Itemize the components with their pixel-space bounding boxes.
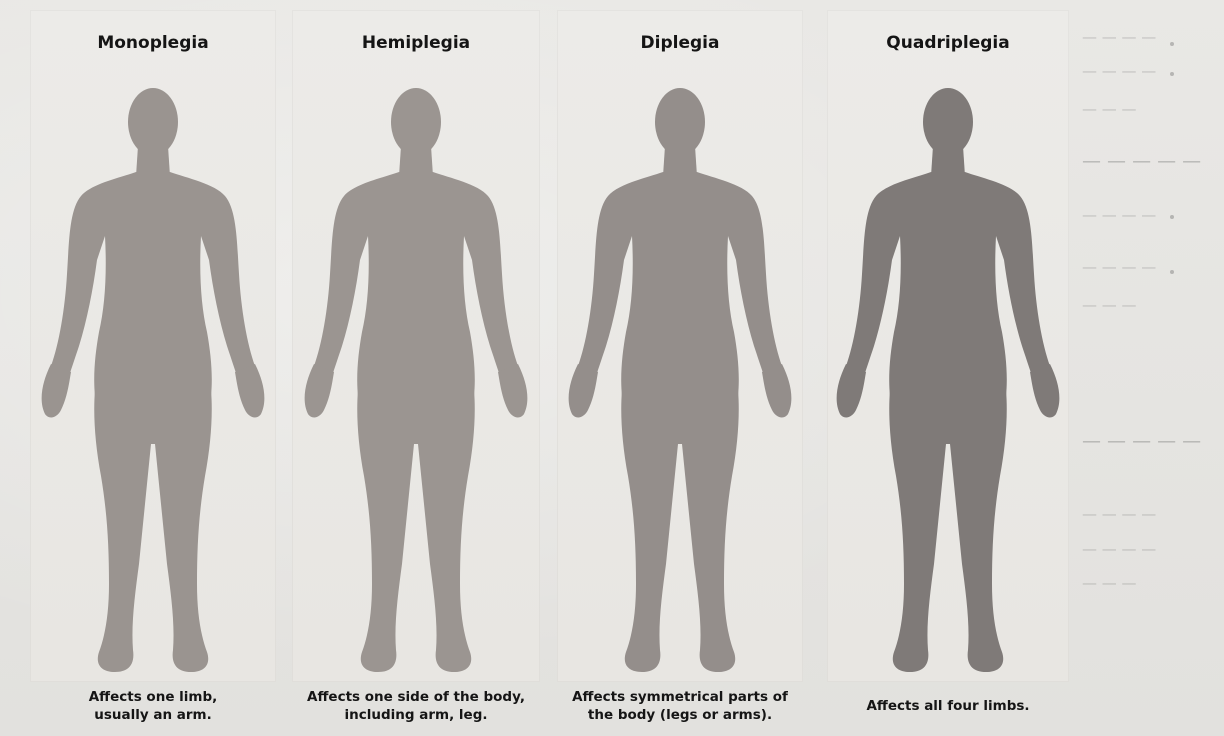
panel-title: Hemiplegia: [292, 33, 540, 53]
quadriplegia-caption: Affects all four limbs.: [827, 697, 1069, 715]
diplegia-caption: Affects symmetrical parts of the body (l…: [540, 688, 820, 724]
panel-title: Monoplegia: [30, 33, 276, 53]
monoplegia-caption: Affects one limb, usually an arm.: [30, 688, 276, 724]
human-silhouette-figure: [834, 84, 1062, 678]
caption-line: the body (legs or arms).: [540, 706, 820, 724]
caption-line: including arm, leg.: [282, 706, 550, 724]
hemiplegia-caption: Affects one side of the body, including …: [282, 688, 550, 724]
body-silhouette: [569, 88, 792, 672]
human-silhouette-figure: [566, 84, 794, 678]
quadriplegia-panel: Quadriplegia: [827, 10, 1069, 682]
human-silhouette-figure: [39, 84, 267, 678]
hemiplegia-panel: Hemiplegia: [292, 10, 540, 682]
caption-line: usually an arm.: [30, 706, 276, 724]
caption-line: Affects one limb,: [30, 688, 276, 706]
body-silhouette: [42, 88, 265, 672]
panel-title: Diplegia: [557, 33, 803, 53]
caption-line: Affects all four limbs.: [827, 697, 1069, 715]
monoplegia-panel: Monoplegia: [30, 10, 276, 682]
body-silhouette: [837, 88, 1060, 672]
body-silhouette: [305, 88, 528, 672]
diplegia-panel: Diplegia: [557, 10, 803, 682]
caption-line: Affects one side of the body,: [282, 688, 550, 706]
caption-line: Affects symmetrical parts of: [540, 688, 820, 706]
human-silhouette-figure: [302, 84, 530, 678]
panel-title: Quadriplegia: [827, 33, 1069, 53]
